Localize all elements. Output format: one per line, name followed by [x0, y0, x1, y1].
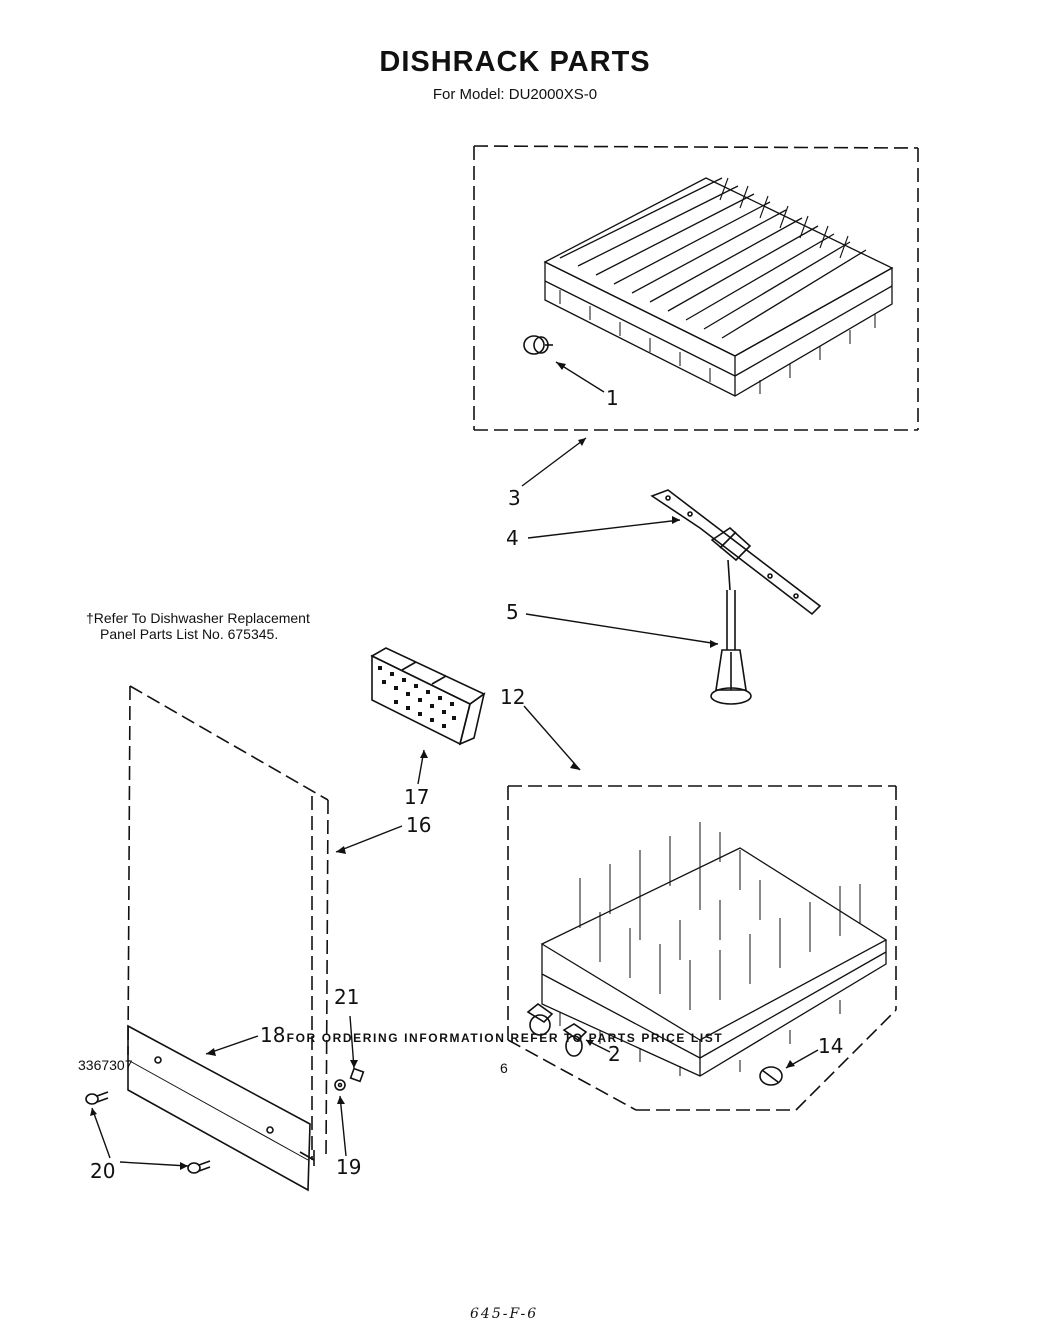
callout-18: 18 [260, 1023, 286, 1047]
callout-12: 12 [500, 685, 526, 709]
model-subtitle: For Model: DU2000XS-0 [432, 86, 598, 103]
upper-rack-box [473, 145, 919, 431]
callout-14: 14 [818, 1034, 844, 1058]
page-number: 6 [500, 1060, 508, 1076]
end-cap-part-14 [759, 1066, 783, 1086]
callout-3: 3 [508, 486, 521, 510]
ordering-info-footer: FOR ORDERING INFORMATION REFER TO PARTS … [286, 1031, 724, 1045]
lower-rack-box [507, 785, 897, 1111]
callout-1: 1 [606, 386, 619, 410]
note-line-1: †Refer To Dishwasher Replacement [86, 610, 310, 626]
page-title: DISHRACK PARTS [379, 46, 651, 78]
document-number: 3367307 [78, 1057, 133, 1073]
callout-5: 5 [506, 600, 519, 624]
callout-16: 16 [406, 813, 432, 837]
callout-17: 17 [404, 785, 430, 809]
handwritten-code: 645-F-6 [470, 1306, 539, 1322]
callout-arrowheads [90, 362, 795, 1170]
callout-21: 21 [334, 985, 360, 1009]
replacement-panel-note: †Refer To Dishwasher Replacement Panel P… [86, 610, 310, 642]
callout-20: 20 [90, 1159, 116, 1183]
spray-arm-part-4 [650, 489, 822, 616]
lower-dishrack [540, 822, 888, 1077]
panel-trim-part-18 [127, 1024, 315, 1192]
rack-roller-part-1 [523, 335, 553, 355]
upper-dishrack [543, 177, 894, 397]
note-line-2: Panel Parts List No. 675345. [100, 626, 279, 642]
screw-part-20 [85, 1091, 211, 1174]
rack-roller-part-2 [526, 1002, 588, 1057]
silverware-basket-part-17 [370, 647, 486, 746]
spray-tower-part-5 [710, 590, 752, 705]
callout-4: 4 [506, 526, 519, 550]
callout-2: 2 [608, 1042, 621, 1066]
callout-19: 19 [336, 1155, 362, 1179]
callout-leaders [91, 361, 819, 1167]
replacement-panel-part-16 [127, 685, 329, 1161]
nut-parts-19-21 [334, 1067, 365, 1091]
